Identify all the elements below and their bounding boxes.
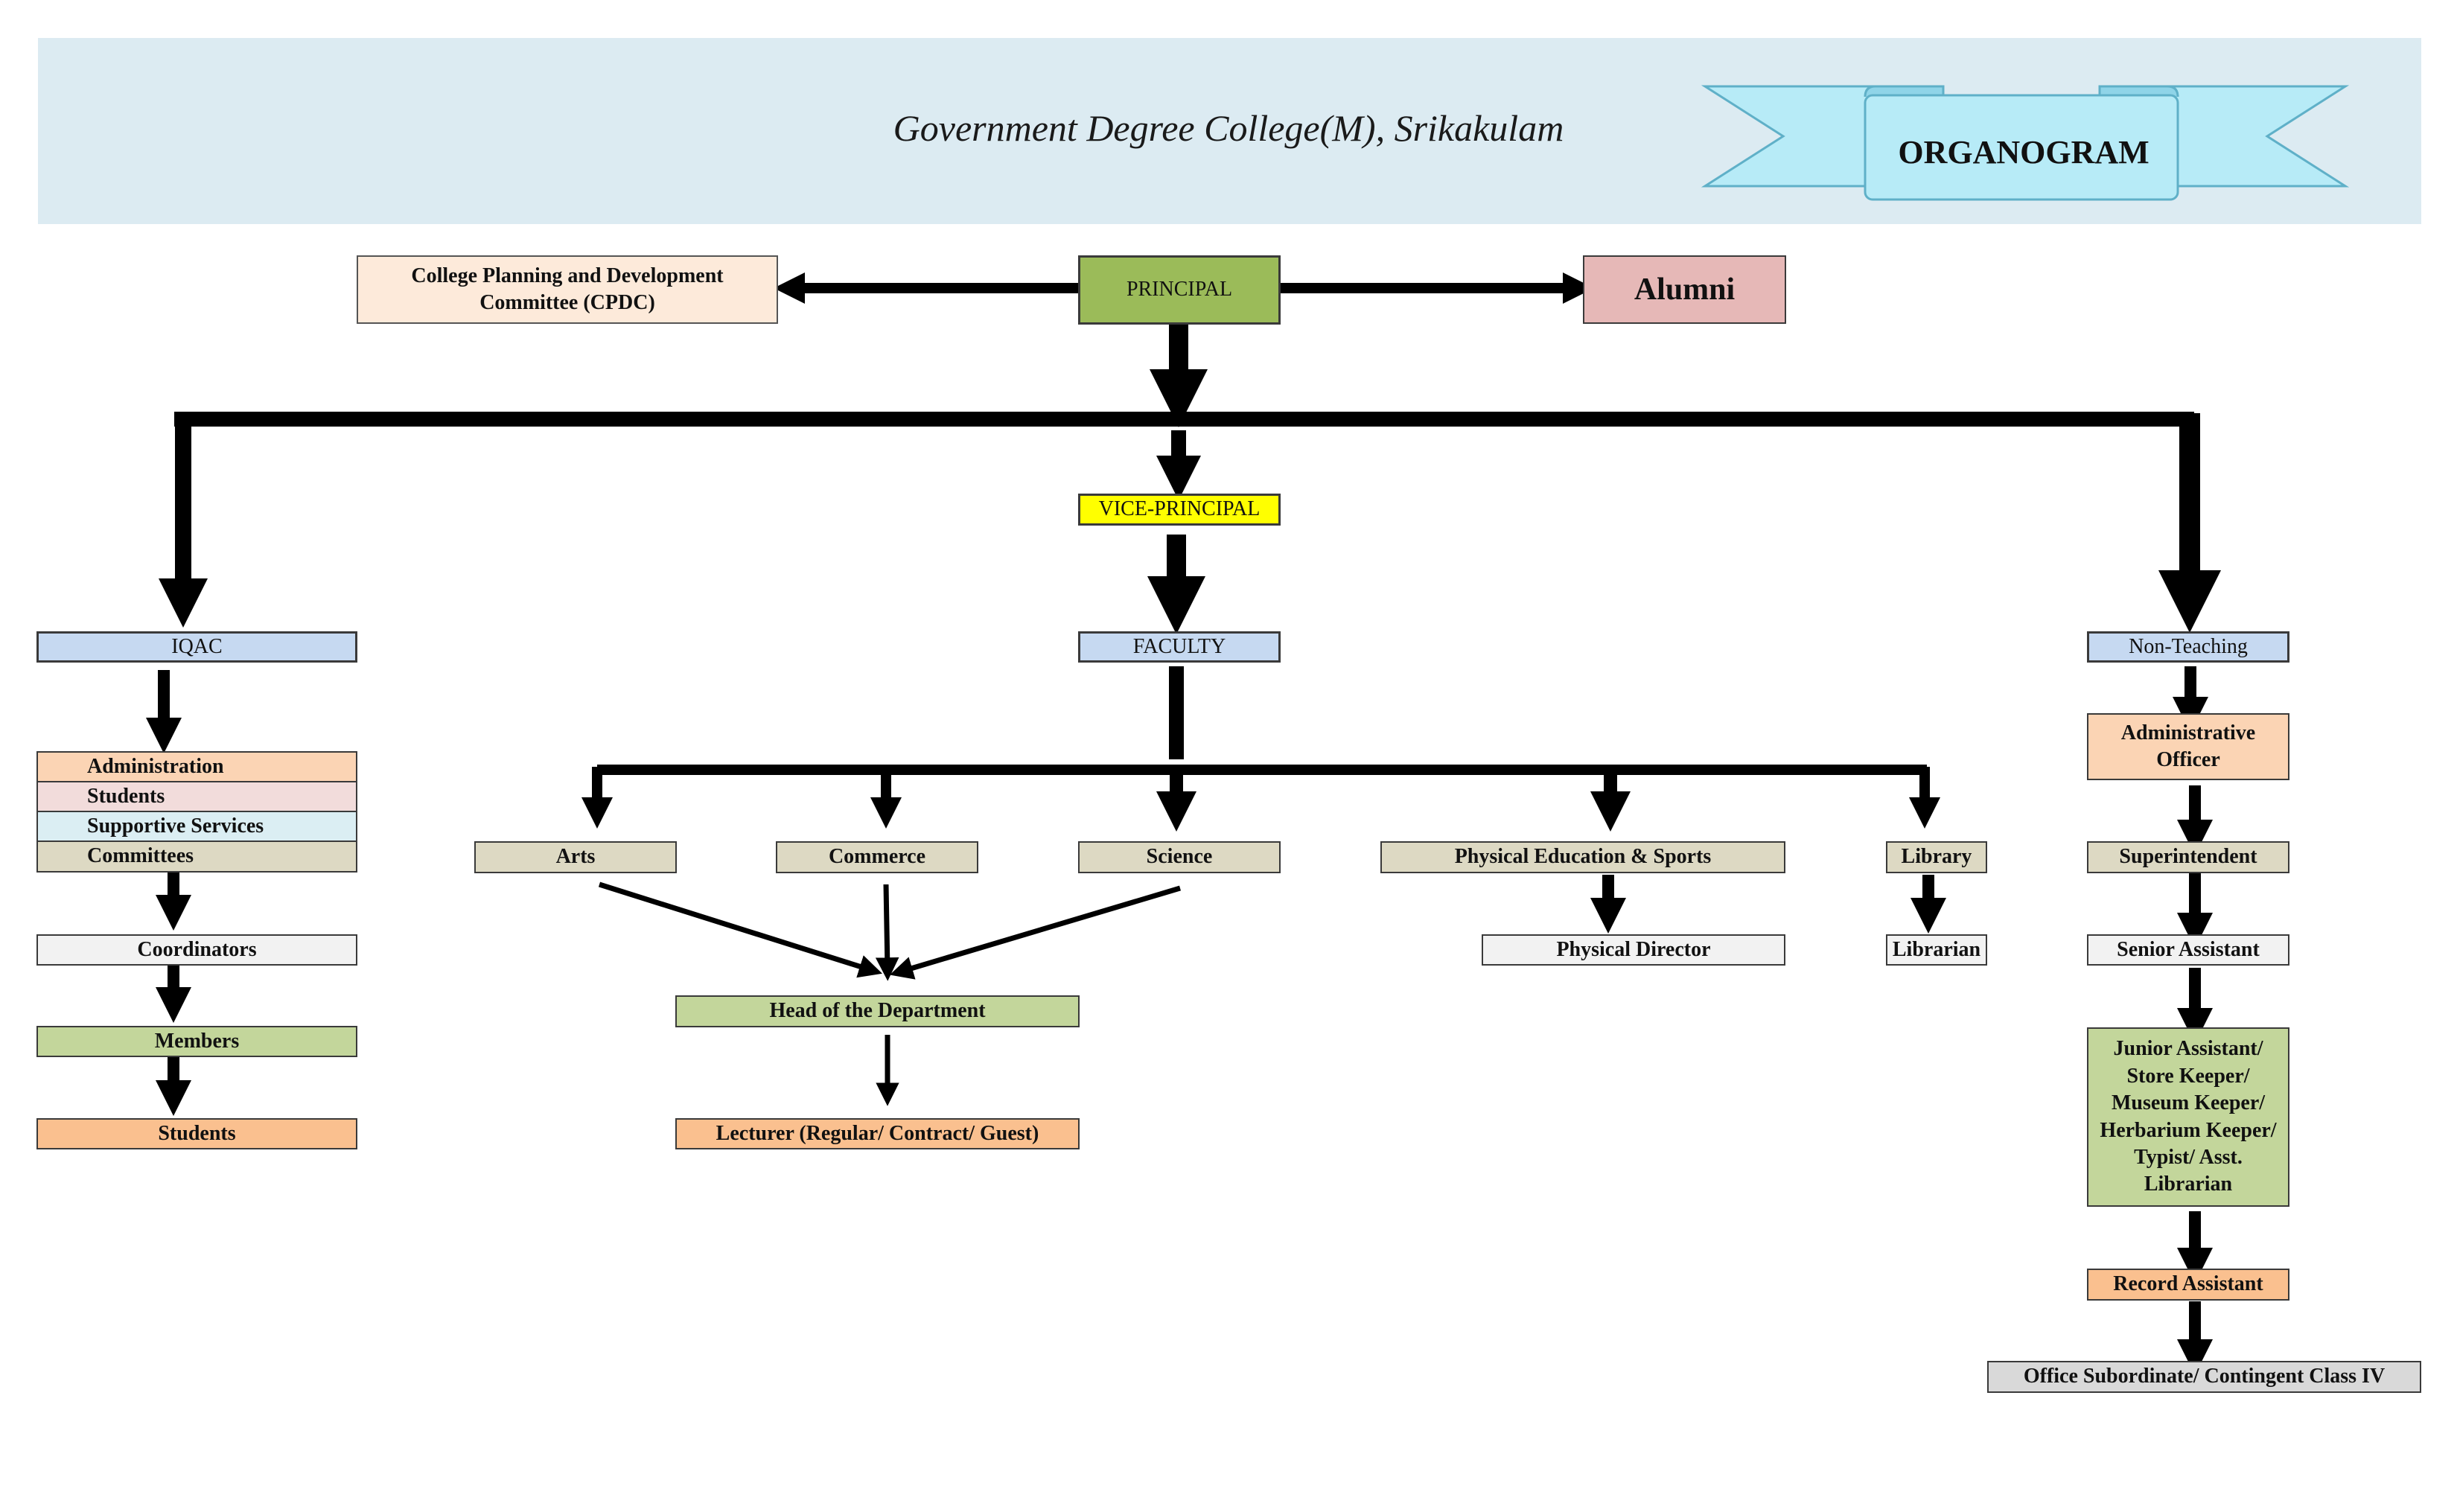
office-subordinate-box: Office Subordinate/ Contingent Class IV (1987, 1361, 2421, 1393)
faculty-box: FACULTY (1078, 631, 1281, 663)
administrative-officer-box: Administrative Officer (2087, 713, 2289, 780)
superintendent-box: Superintendent (2087, 841, 2289, 873)
organogram-label: ORGANOGRAM (1898, 134, 2150, 170)
lecturer-box: Lecturer (Regular/ Contract/ Guest) (675, 1118, 1080, 1149)
science-box: Science (1078, 841, 1281, 873)
non-teaching-box: Non-Teaching (2087, 631, 2289, 663)
students-box: Students (36, 1118, 357, 1149)
iqac-students: Students (36, 781, 357, 812)
arts-box: Arts (474, 841, 677, 873)
junior-assistant-box: Junior Assistant/ Store Keeper/ Museum K… (2087, 1027, 2289, 1207)
physical-education-box: Physical Education & Sports (1380, 841, 1785, 873)
coordinators-box: Coordinators (36, 934, 357, 966)
senior-assistant-box: Senior Assistant (2087, 934, 2289, 966)
alumni-box: Alumni (1583, 255, 1786, 324)
organogram-ribbon (1701, 85, 2350, 201)
principal-box: PRINCIPAL (1078, 255, 1281, 325)
iqac-committees: Committees (36, 840, 357, 873)
head-of-department-box: Head of the Department (675, 995, 1080, 1027)
vice-principal-box: VICE-PRINCIPAL (1078, 494, 1281, 526)
iqac-supportive-services: Supportive Services (36, 811, 357, 842)
library-box: Library (1886, 841, 1987, 873)
iqac-box: IQAC (36, 631, 357, 663)
librarian-box: Librarian (1886, 934, 1987, 966)
commerce-box: Commerce (776, 841, 978, 873)
physical-director-box: Physical Director (1482, 934, 1785, 966)
iqac-administration: Administration (36, 751, 357, 782)
members-box: Members (36, 1026, 357, 1057)
cpdc-box: College Planning and Development Committ… (357, 255, 778, 324)
record-assistant-box: Record Assistant (2087, 1269, 2289, 1301)
